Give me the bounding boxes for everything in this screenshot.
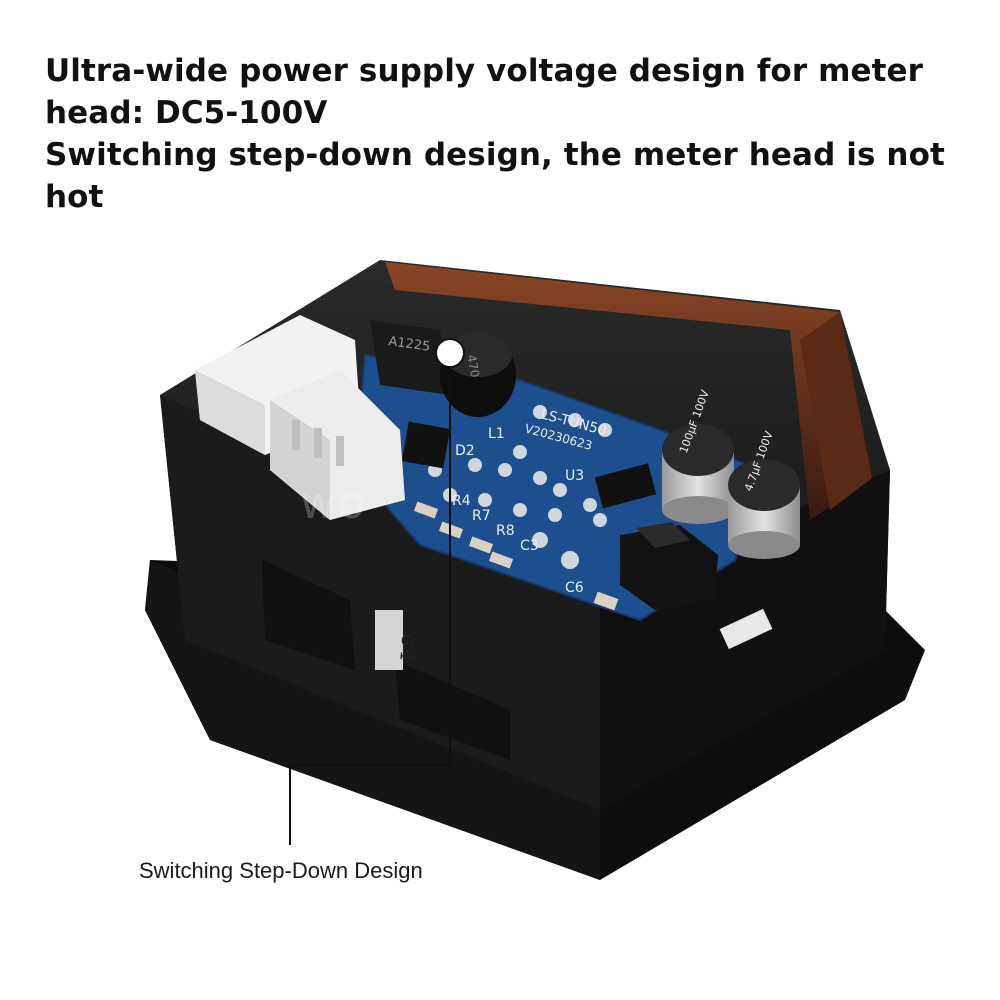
silk-d2: D2 <box>455 443 475 459</box>
callout-label: Switching Step-Down Design <box>139 858 423 883</box>
silk-c3: C3 <box>520 538 539 554</box>
silk-l1: L1 <box>488 426 505 442</box>
silk-r4: R4 <box>452 493 471 509</box>
svg-text:A1225: A1225 <box>387 334 431 355</box>
silk-r8: R8 <box>496 523 515 539</box>
headline: Ultra-wide power supply voltage design f… <box>45 50 965 218</box>
callout-dot <box>435 338 465 368</box>
headline-line-2: Switching step-down design, the meter he… <box>45 137 945 215</box>
watermark: wo <box>300 478 367 529</box>
capacitor-large: 100µF 100V <box>662 388 734 524</box>
silk-u3: U3 <box>565 468 584 484</box>
callout-leader <box>289 338 465 845</box>
white-connector <box>195 315 405 520</box>
silk-c6: C6 <box>565 580 584 596</box>
mounting-clips <box>262 560 770 760</box>
transistor: A1225 <box>370 320 450 395</box>
tactile-button <box>620 522 718 610</box>
svg-text:470: 470 <box>464 354 482 379</box>
svg-text:G 1: G 1 <box>396 633 417 662</box>
silk-r7: R7 <box>472 508 491 524</box>
side-window <box>719 608 773 650</box>
terminal-mark: G 1 <box>375 610 418 670</box>
amber-window <box>385 262 872 520</box>
headline-line-1: Ultra-wide power supply voltage design f… <box>45 53 924 131</box>
